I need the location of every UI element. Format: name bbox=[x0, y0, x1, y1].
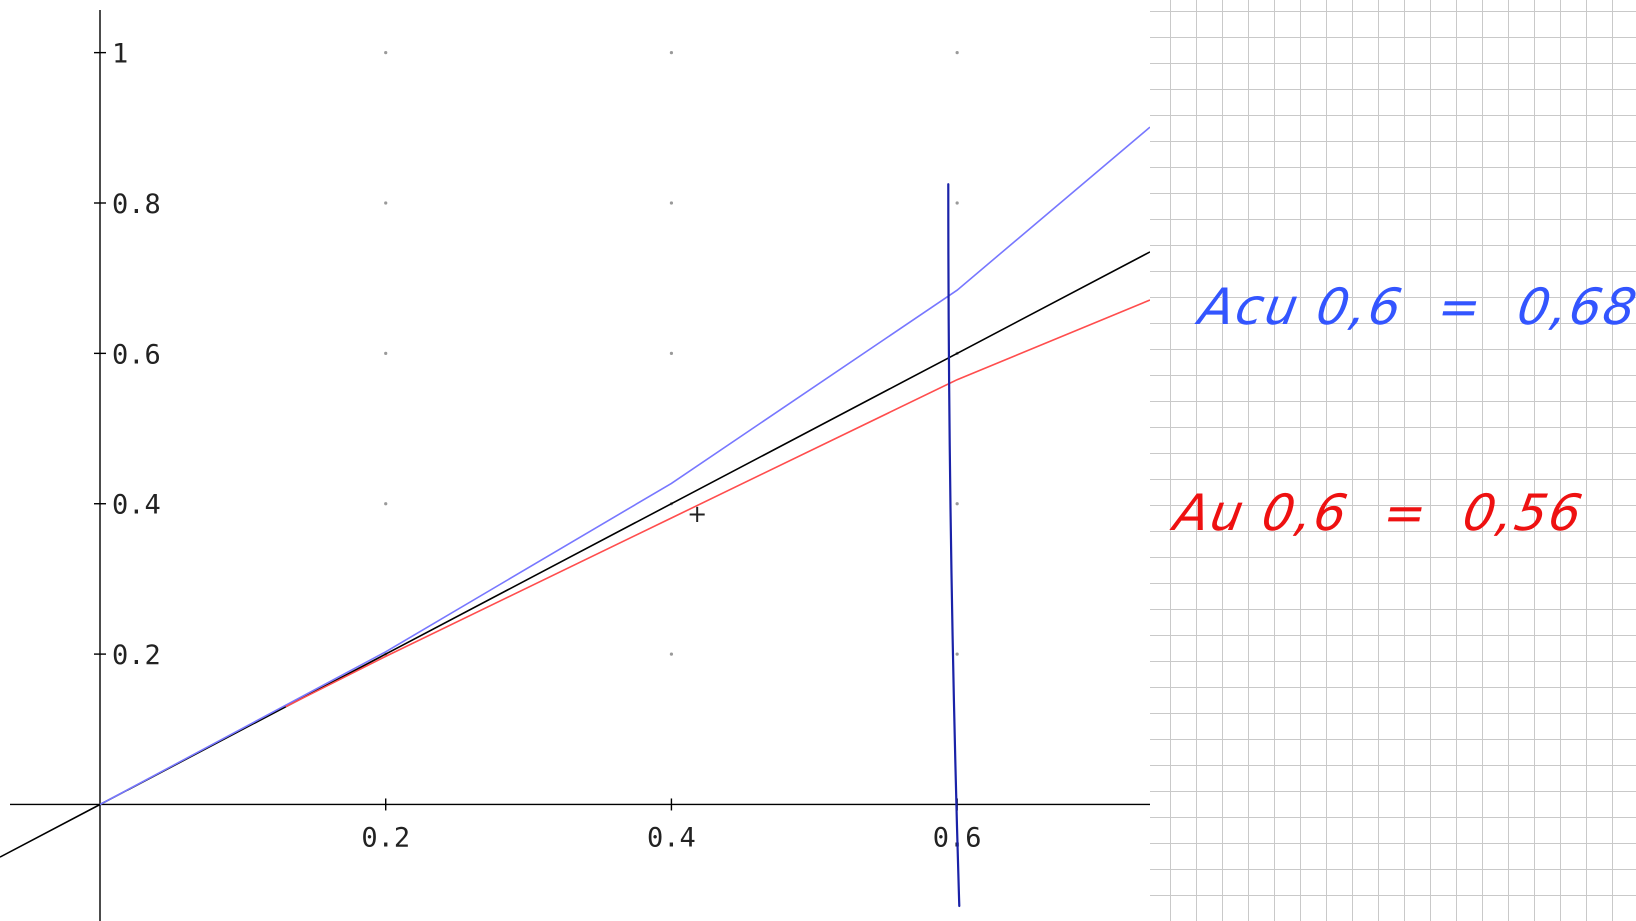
handwritten-note-blue: Acu 0,6 = 0,68 bbox=[1194, 278, 1636, 336]
grid-dot bbox=[955, 652, 959, 656]
y-tick-label: 0.6 bbox=[112, 339, 161, 370]
grid-dot bbox=[384, 502, 388, 506]
grid-dot bbox=[669, 51, 674, 55]
grid-dot bbox=[955, 51, 959, 55]
y-tick-label: 0.8 bbox=[112, 189, 161, 220]
grid-dots bbox=[384, 51, 959, 656]
y-tick-label: 0.2 bbox=[112, 640, 161, 671]
y-tick-label: 0.4 bbox=[112, 490, 161, 521]
annotations: + bbox=[687, 183, 961, 908]
axes bbox=[10, 10, 1150, 921]
grid-dot bbox=[669, 351, 674, 355]
grid-dot bbox=[955, 201, 959, 205]
series-line-1 bbox=[99, 126, 1150, 806]
x-tick-label: 0.4 bbox=[647, 822, 696, 853]
grid-dot bbox=[384, 51, 388, 55]
grid-dot bbox=[669, 652, 674, 656]
grid-dot bbox=[669, 201, 674, 205]
series-line-2 bbox=[285, 299, 1150, 708]
grid-dot bbox=[384, 351, 388, 355]
grid-dot bbox=[384, 201, 388, 205]
y-tick-label: 1 bbox=[112, 39, 128, 70]
series bbox=[0, 126, 1150, 858]
x-tick-label: 0.2 bbox=[361, 822, 410, 853]
handwritten-note-red: Au 0,6 = 0,56 bbox=[1169, 484, 1589, 542]
series-line-0 bbox=[0, 251, 1150, 858]
cursor-plus-marker: + bbox=[687, 500, 707, 528]
grid-dot bbox=[955, 502, 959, 506]
marker-vertical-line bbox=[947, 183, 961, 908]
